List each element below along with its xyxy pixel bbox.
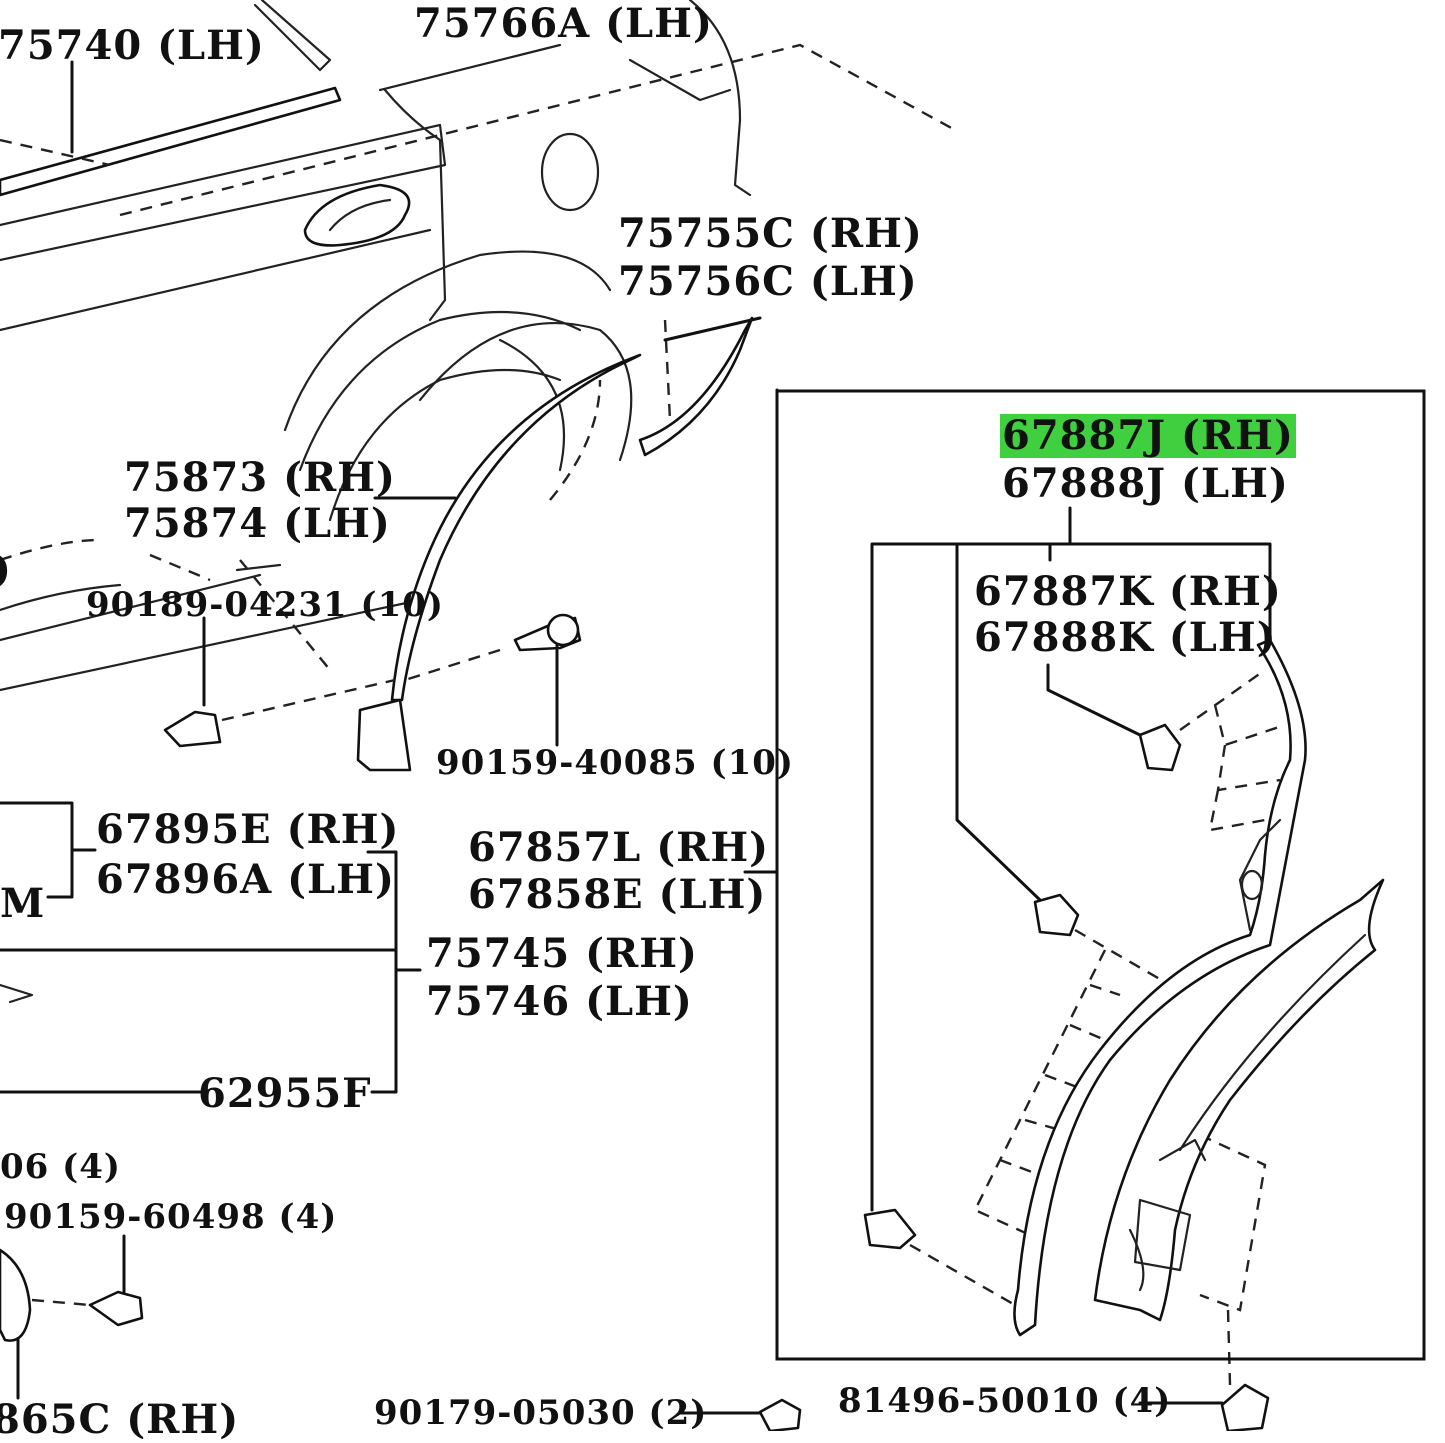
label-75740-lh: 75740 (LH) xyxy=(0,22,265,69)
label-90189-04231: 90189-04231 (10) xyxy=(86,585,445,625)
label-75756c-lh: 75756C (LH) xyxy=(618,258,918,305)
label-90179-05030: 90179-05030 (2) xyxy=(374,1393,708,1433)
label-fragment-paren: ) xyxy=(0,548,12,592)
bottom-leaders xyxy=(678,1309,1270,1431)
label-75745-rh: 75745 (RH) xyxy=(426,930,698,977)
wheel-arch-molding xyxy=(356,316,762,772)
left-bracket-lines xyxy=(0,801,422,1094)
label-fragment-865c-rh: 865C (RH) xyxy=(0,1396,240,1443)
lower-left-fasteners xyxy=(0,1234,144,1400)
clip-90189 xyxy=(163,616,396,748)
label-75874-lh: 75874 (LH) xyxy=(124,500,391,547)
label-75873-rh: 75873 (RH) xyxy=(124,454,396,501)
label-75766a-lh: 75766A (LH) xyxy=(414,0,713,47)
label-90159-40085: 90159-40085 (10) xyxy=(436,743,795,783)
car-body-outline xyxy=(0,0,956,692)
label-67857l-rh: 67857L (RH) xyxy=(468,824,770,871)
label-62955f: 62955F xyxy=(198,1070,372,1117)
label-67888k-lh: 67888K (LH) xyxy=(974,614,1277,661)
label-fragment-06-4: 06 (4) xyxy=(0,1147,121,1187)
label-90159-60498: 90159-60498 (4) xyxy=(4,1197,338,1237)
screw-90159-40085 xyxy=(404,613,582,747)
label-75746-lh: 75746 (LH) xyxy=(426,978,693,1025)
label-fragment-m: M xyxy=(0,880,46,927)
label-67888j-lh: 67888J (LH) xyxy=(1002,460,1289,507)
label-75755c-rh: 75755C (RH) xyxy=(618,210,923,257)
label-67858e-lh: 67858E (LH) xyxy=(468,871,767,918)
inset-box xyxy=(743,388,1426,1361)
label-67895e-rh: 67895E (RH) xyxy=(96,806,400,853)
label-67896a-lh: 67896A (LH) xyxy=(96,856,395,903)
label-81496-50010: 81496-50010 (4) xyxy=(838,1381,1172,1421)
label-67887k-rh: 67887K (RH) xyxy=(974,568,1282,615)
label-67887j-rh-highlighted: 67887J (RH) xyxy=(1000,412,1296,459)
